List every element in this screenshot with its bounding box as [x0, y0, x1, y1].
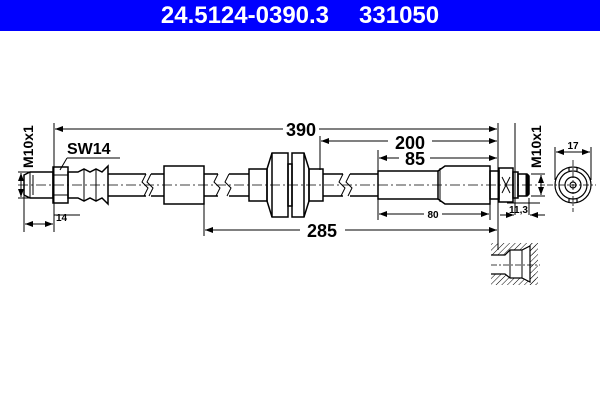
part-number: 24.5124-0390.3 — [160, 1, 330, 29]
end-view — [547, 160, 596, 212]
dim-crimp-length: 80 — [427, 210, 439, 221]
dim-right-section: 200 — [395, 133, 425, 153]
dim-end-view-width: 17 — [567, 141, 579, 152]
wrench-size-label: SW14 — [67, 141, 111, 158]
port-section-detail — [491, 243, 540, 285]
hose-segment — [108, 173, 164, 197]
title-bar: 24.5124-0390.3 331050 — [0, 0, 600, 31]
right-fitting — [498, 167, 530, 203]
mounting-bracket — [248, 152, 324, 218]
right-thread-label: M10x1 — [528, 125, 544, 168]
dim-sleeve-length: 85 — [405, 149, 425, 169]
dim-right-end: 11,3 — [509, 205, 528, 216]
hose-sleeve — [163, 165, 205, 205]
left-thread-label: M10x1 — [20, 125, 36, 168]
left-fitting — [23, 164, 109, 206]
dim-lower-length: 285 — [307, 221, 337, 241]
reference-number: 331050 — [359, 1, 440, 29]
dim-left-end: 14 — [56, 213, 68, 224]
dim-total-length: 390 — [286, 120, 316, 140]
